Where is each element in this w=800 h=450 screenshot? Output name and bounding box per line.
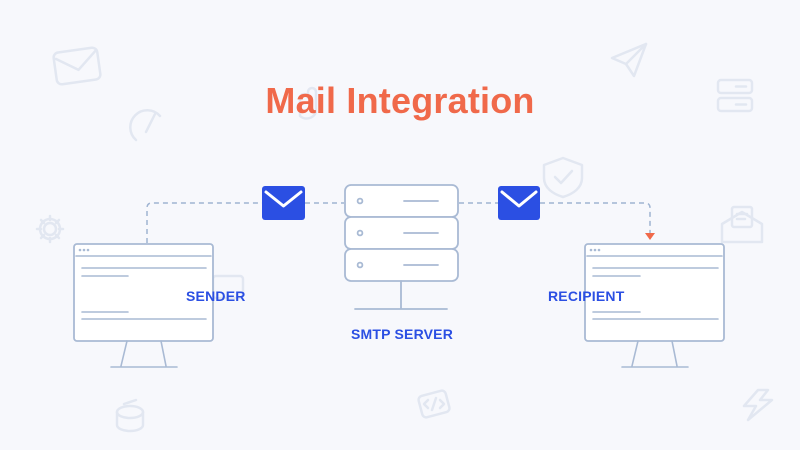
sender-monitor-icon [73,243,214,368]
gear-icon [35,214,65,244]
connector-sender-to-envelope [146,202,262,243]
shield-check-icon [542,156,584,199]
inbox-icon [720,205,764,244]
server-label: SMTP SERVER [350,326,454,342]
send-icon [610,42,648,78]
sender-label: SENDER [186,288,246,304]
server-stack-icon [344,184,459,310]
recipient-label: RECIPIENT [548,288,625,304]
server-icon [716,78,754,113]
recipient-monitor-icon [584,243,725,368]
hand-icon [298,86,318,120]
envelope-icon-right [498,186,540,220]
connector-envelope-to-recipient [540,202,651,233]
drum-icon [115,398,145,433]
envelope-icon-left [262,186,305,220]
mail-icon [52,46,102,86]
lightning-icon [742,388,774,422]
arrow-head [645,233,655,240]
gauge-icon [129,109,162,142]
code-icon [417,389,451,419]
page-title: Mail Integration [265,80,535,121]
